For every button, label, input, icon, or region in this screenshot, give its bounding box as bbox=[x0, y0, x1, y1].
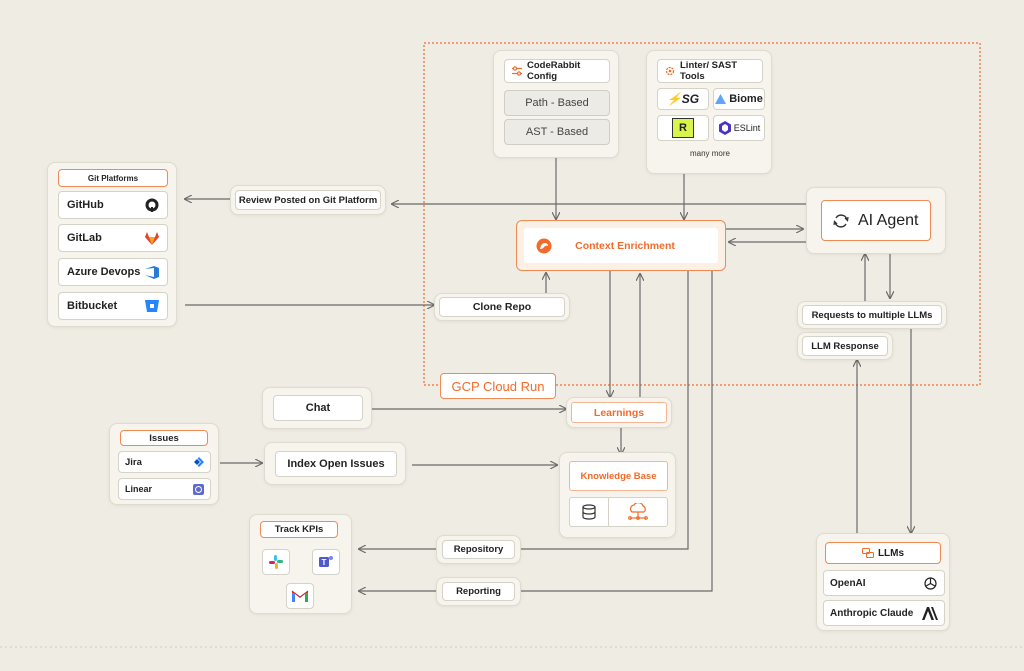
gmail-icon bbox=[286, 583, 314, 609]
repository-label: Repository bbox=[442, 540, 515, 559]
knowledge-base-title: Knowledge Base bbox=[569, 461, 668, 491]
openai-icon bbox=[923, 576, 938, 591]
svg-text:T: T bbox=[322, 558, 327, 567]
ruff-tool-icon: R bbox=[657, 115, 709, 141]
llms-title-label: LLMs bbox=[877, 547, 905, 559]
gitlab-icon bbox=[145, 231, 159, 245]
git-platforms-panel: Git Platforms GitHub GitLab Azure Devops… bbox=[47, 162, 177, 327]
ast-based-item: AST - Based bbox=[504, 119, 610, 145]
azure-devops-item: Azure Devops bbox=[58, 258, 168, 286]
llms-title: LLMs bbox=[825, 542, 941, 564]
kpis-title: Track KPIs bbox=[260, 521, 338, 538]
openai-item: OpenAI bbox=[823, 570, 945, 596]
jira-item: Jira bbox=[118, 451, 211, 473]
bitbucket-item: Bitbucket bbox=[58, 292, 168, 320]
linters-title-label: Linter/ SAST Tools bbox=[680, 60, 738, 82]
knowledge-base-panel: Knowledge Base bbox=[559, 452, 676, 538]
path-based-item: Path - Based bbox=[504, 90, 610, 116]
reporting-label: Reporting bbox=[442, 582, 515, 601]
linear-item: Linear bbox=[118, 478, 211, 500]
ai-agent-panel: AI Agent bbox=[806, 187, 946, 254]
biome-tool-icon: Biome bbox=[713, 88, 765, 110]
git-platforms-title: Git Platforms bbox=[58, 169, 168, 187]
review-posted-label: Review Posted on Git Platform bbox=[235, 190, 381, 210]
index-issues-panel: Index Open Issues bbox=[264, 442, 406, 485]
refresh-icon bbox=[832, 212, 850, 230]
index-issues-label: Index Open Issues bbox=[275, 451, 397, 477]
eslint-tool-icon: ESLint bbox=[713, 115, 765, 141]
repository-panel: Repository bbox=[436, 535, 521, 564]
openai-label: OpenAI bbox=[830, 577, 866, 589]
chat-panel: Chat bbox=[262, 387, 372, 429]
slack-icon bbox=[262, 549, 290, 575]
anthropic-label: Anthropic Claude bbox=[830, 607, 914, 619]
coderabbit-logo-icon bbox=[536, 238, 552, 254]
learnings-label: Learnings bbox=[571, 402, 667, 423]
gitlab-item: GitLab bbox=[58, 224, 168, 252]
sg-tool-icon: ⚡SG bbox=[657, 88, 709, 110]
issues-title: Issues bbox=[120, 430, 208, 446]
linters-panel: Linter/ SAST Tools ⚡SG Biome R ESLint ma… bbox=[646, 50, 772, 174]
linters-title: Linter/ SAST Tools bbox=[657, 59, 763, 83]
bitbucket-label: Bitbucket bbox=[67, 300, 118, 312]
sliders-icon bbox=[511, 65, 523, 77]
jira-label: Jira bbox=[125, 456, 142, 468]
context-inner: Context Enrichment bbox=[524, 228, 718, 263]
database-icon bbox=[570, 498, 609, 526]
azure-devops-icon bbox=[145, 265, 159, 279]
knowledge-base-icons bbox=[569, 497, 668, 527]
reporting-panel: Reporting bbox=[436, 577, 521, 606]
context-enrichment-node: Context Enrichment bbox=[516, 220, 726, 271]
cloud-run-label: GCP Cloud Run bbox=[440, 373, 556, 399]
chat-label: Chat bbox=[273, 395, 363, 421]
config-title: CodeRabbit Config bbox=[504, 59, 610, 83]
requests-llms-label: Requests to multiple LLMs bbox=[802, 305, 942, 325]
kpis-panel: Track KPIs T bbox=[249, 514, 352, 614]
jira-icon bbox=[194, 457, 204, 467]
bitbucket-icon bbox=[145, 299, 159, 313]
chat-bubbles-icon bbox=[861, 547, 874, 559]
llm-response-panel: LLM Response bbox=[797, 332, 893, 360]
config-panel: CodeRabbit Config Path - Based AST - Bas… bbox=[493, 50, 619, 158]
llm-response-label: LLM Response bbox=[802, 336, 888, 356]
requests-llms-panel: Requests to multiple LLMs bbox=[797, 301, 947, 329]
github-label: GitHub bbox=[67, 199, 104, 211]
review-posted-panel: Review Posted on Git Platform bbox=[230, 185, 386, 215]
gear-icon bbox=[664, 65, 676, 77]
github-item: GitHub bbox=[58, 191, 168, 219]
linear-icon bbox=[193, 483, 204, 495]
linear-label: Linear bbox=[125, 484, 153, 494]
llms-panel: LLMs OpenAI Anthropic Claude bbox=[816, 533, 950, 631]
clone-repo-panel: Clone Repo bbox=[434, 293, 570, 321]
context-label: Context Enrichment bbox=[575, 239, 675, 252]
issues-panel: Issues Jira Linear bbox=[109, 423, 219, 505]
ai-agent-label: AI Agent bbox=[858, 211, 919, 229]
learnings-panel: Learnings bbox=[566, 397, 672, 428]
azure-devops-label: Azure Devops bbox=[67, 266, 141, 278]
ai-agent-node: AI Agent bbox=[821, 200, 931, 241]
teams-icon: T bbox=[312, 549, 340, 575]
github-icon bbox=[145, 198, 159, 212]
anthropic-icon bbox=[922, 606, 938, 620]
gitlab-label: GitLab bbox=[67, 232, 102, 244]
anthropic-item: Anthropic Claude bbox=[823, 600, 945, 626]
config-title-label: CodeRabbit Config bbox=[527, 60, 581, 82]
clone-repo-label: Clone Repo bbox=[439, 297, 565, 317]
cloud-network-icon bbox=[609, 503, 667, 521]
linters-footer: many more bbox=[689, 149, 730, 158]
